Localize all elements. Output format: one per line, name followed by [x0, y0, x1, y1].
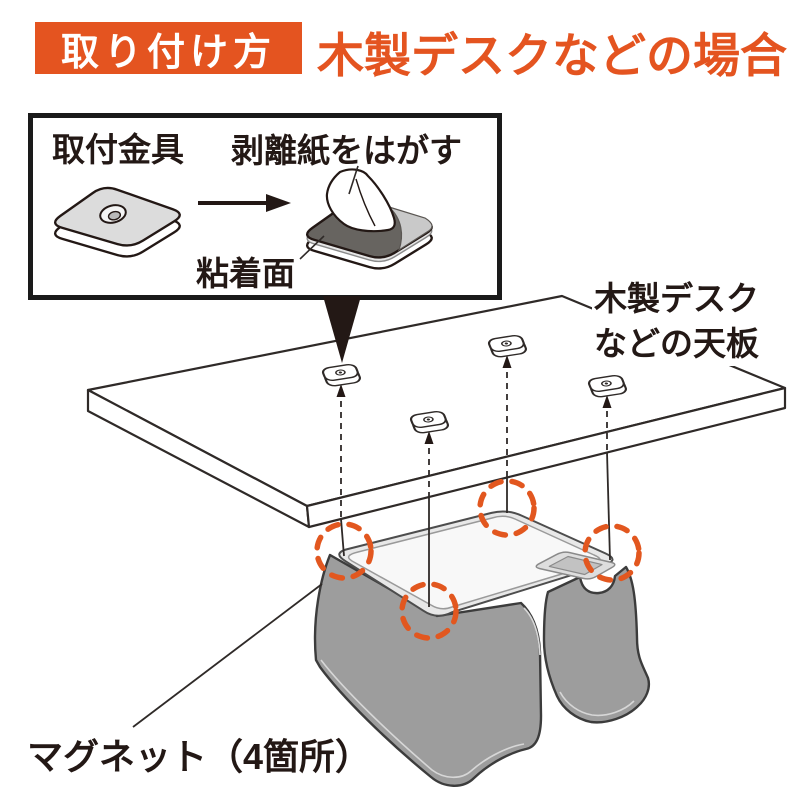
- magnet-marker: [314, 521, 374, 581]
- desk-label-line2: などの天板: [594, 325, 759, 362]
- magnet-marker: [582, 523, 642, 583]
- magnet-label: マグネット（4箇所）: [27, 736, 372, 777]
- desk-label-line1: 木製デスク: [594, 280, 759, 317]
- peeled-plate-icon: [305, 168, 433, 270]
- inset-panel: [28, 113, 502, 300]
- cover-right-flap: [542, 565, 651, 724]
- adhesive-label: 粘着面: [196, 255, 295, 292]
- alignment-lines: [340, 451, 611, 607]
- header-badge: 取り付け方: [35, 22, 302, 74]
- peel-leader-line: [348, 165, 359, 195]
- right-arrow-icon: [198, 194, 291, 212]
- header-badge-label: 取り付け方: [60, 31, 276, 74]
- magnet-markers: [314, 478, 642, 641]
- alignment-arrows: [340, 361, 608, 519]
- desk-cover-illustration: [313, 510, 651, 787]
- page-title: 木製デスクなどの場合: [317, 29, 787, 82]
- magnet-marker: [399, 581, 459, 641]
- bracket-plate-icon: [53, 186, 181, 258]
- magnet-leader-line: [132, 583, 323, 728]
- peel-label: 剥離紙をはがす: [231, 132, 462, 169]
- magnet-marker: [477, 478, 537, 538]
- bracket-label: 取付金具: [52, 131, 184, 168]
- desk-label: 木製デスク などの天板: [592, 276, 761, 366]
- desk-front-right-face: [305, 386, 787, 529]
- down-arrow-icon: [323, 296, 361, 363]
- adhesive-leader-line: [299, 235, 325, 260]
- arrow-heads: [336, 355, 612, 444]
